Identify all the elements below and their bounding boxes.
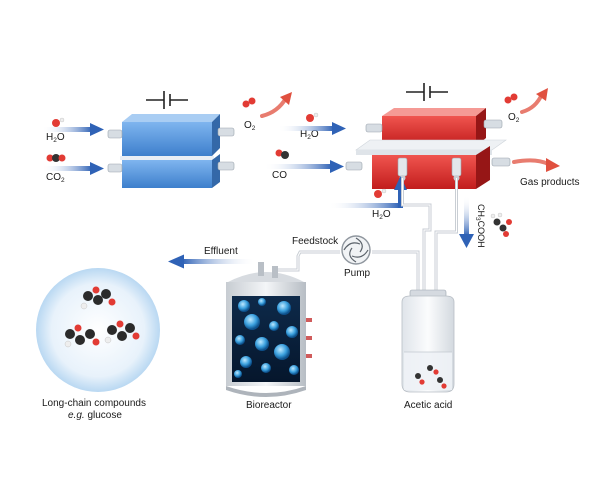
- h2o-input-left: H2O: [42, 117, 104, 144]
- svg-text:CO2: CO2: [46, 172, 65, 184]
- svg-text:Pump: Pump: [344, 268, 371, 279]
- arrow-down-icon: [459, 234, 474, 248]
- svg-text:e.g. glucose: e.g. glucose: [68, 410, 122, 421]
- svg-text:Acetic acid: Acetic acid: [404, 400, 452, 411]
- arrow-up-right-icon: [280, 92, 292, 105]
- glucose-molecule-icon: [104, 320, 140, 344]
- co-molecule-icon: [275, 149, 289, 159]
- water-molecule-icon: [374, 190, 382, 198]
- svg-text:O2: O2: [508, 112, 520, 124]
- arrow-right-icon: [90, 123, 104, 136]
- co2-molecule-icon: [46, 154, 66, 162]
- h2o-input-right: H2O: [278, 112, 346, 141]
- svg-text:Long-chain compounds: Long-chain compounds: [42, 398, 146, 409]
- co2-electrolyzer: [107, 91, 235, 188]
- long-chain-compounds: Long-chain compounds e.g. glucose: [36, 268, 160, 421]
- svg-text:H2O: H2O: [46, 132, 65, 144]
- arrow-right-icon: [332, 122, 346, 135]
- svg-text:Bioreactor: Bioreactor: [246, 400, 292, 411]
- arrow-left-icon: [168, 254, 184, 269]
- co-transfer: CO: [264, 149, 344, 181]
- pump-icon: [343, 237, 369, 263]
- arrow-up-right-icon: [536, 88, 548, 101]
- acetic-acid-output: CH3COOH: [459, 196, 512, 248]
- pump: Pump: [341, 235, 371, 279]
- battery-icon: [406, 83, 448, 101]
- co-electrolyzer: [345, 83, 511, 189]
- glucose-molecule-icon: [80, 286, 116, 310]
- svg-text:CH3COOH: CH3COOH: [474, 204, 486, 248]
- o2-molecule-icon: [242, 97, 256, 108]
- acetic-acid-molecule-icon: [415, 365, 447, 389]
- effluent-output: Effluent: [168, 246, 256, 269]
- gas-products-output: Gas products: [512, 158, 579, 188]
- svg-text:Gas products: Gas products: [520, 177, 579, 188]
- water-molecule-icon: [52, 119, 60, 127]
- svg-text:O2: O2: [244, 120, 256, 132]
- arrow-right-icon: [330, 160, 344, 173]
- svg-text:CO: CO: [272, 170, 287, 181]
- arrow-right-icon: [546, 158, 560, 172]
- acetic-acid-molecule-icon: [490, 212, 512, 237]
- o2-output-left: O2: [242, 92, 292, 132]
- o2-molecule-icon: [504, 93, 518, 104]
- feedstock-label: Feedstock: [292, 236, 339, 247]
- arrow-right-icon: [90, 162, 104, 175]
- acetic-acid-bottle: Acetic acid: [401, 289, 455, 411]
- bioreactor: Bioreactor: [226, 262, 312, 411]
- svg-text:Effluent: Effluent: [204, 246, 238, 257]
- water-molecule-icon: [306, 114, 314, 122]
- svg-text:H2O: H2O: [372, 209, 391, 221]
- cells-bubbles: [234, 298, 299, 378]
- svg-text:H2O: H2O: [300, 129, 319, 141]
- battery-icon: [146, 91, 188, 109]
- co2-input: CO2: [42, 154, 104, 184]
- o2-output-right: O2: [504, 88, 548, 124]
- glucose-molecule-icon: [64, 324, 100, 348]
